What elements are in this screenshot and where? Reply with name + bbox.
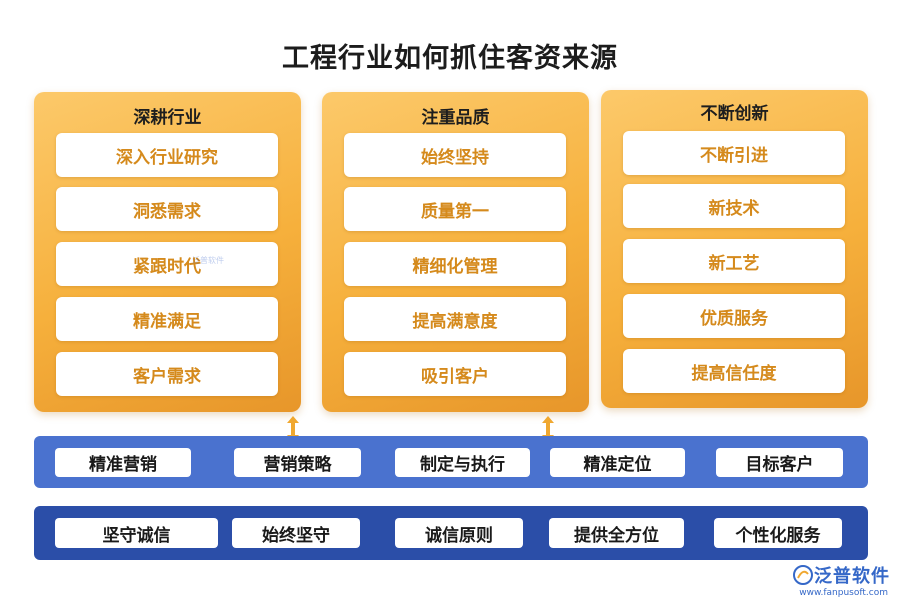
band-chip: 目标客户 <box>716 448 843 477</box>
band-chip: 制定与执行 <box>395 448 530 477</box>
column-item: 提高满意度 <box>344 297 566 341</box>
band-chip: 坚守诚信 <box>55 518 218 548</box>
brand-url: www.fanpusoft.com <box>799 588 888 598</box>
column-item: 优质服务 <box>623 294 845 338</box>
column-deep-industry: 深耕行业 深入行业研究 洞悉需求 紧跟时代 精准满足 客户需求 <box>34 92 301 412</box>
column-item: 客户需求 <box>56 352 278 396</box>
column-item: 精细化管理 <box>344 242 566 286</box>
column-item: 精准满足 <box>56 297 278 341</box>
double-arrow-icon <box>287 416 299 442</box>
column-title: 不断创新 <box>700 104 769 124</box>
band-chip: 诚信原则 <box>395 518 523 548</box>
column-item: 新工艺 <box>623 239 845 283</box>
band-chip: 提供全方位 <box>549 518 684 548</box>
marketing-band: 精准营销 营销策略 制定与执行 精准定位 目标客户 <box>34 436 868 488</box>
watermark-small: 泛普软件 <box>192 256 224 265</box>
band-chip: 精准定位 <box>550 448 685 477</box>
column-item: 提高信任度 <box>623 349 845 393</box>
column-item: 深入行业研究 <box>56 133 278 177</box>
double-arrow-icon <box>542 416 554 442</box>
brand-mark-icon <box>793 565 813 585</box>
brand-logo: 泛普软件 <box>792 562 890 588</box>
column-item: 质量第一 <box>344 187 566 231</box>
band-chip: 精准营销 <box>55 448 191 477</box>
column-title: 深耕行业 <box>133 108 202 128</box>
column-quality: 注重品质 始终坚持 质量第一 精细化管理 提高满意度 吸引客户 <box>322 92 589 412</box>
brand-name: 泛普软件 <box>814 566 890 587</box>
column-item: 紧跟时代 <box>56 242 278 286</box>
column-title: 注重品质 <box>421 108 490 128</box>
column-item: 始终坚持 <box>344 133 566 177</box>
column-item: 吸引客户 <box>344 352 566 396</box>
band-chip: 个性化服务 <box>714 518 842 548</box>
column-item: 不断引进 <box>623 131 845 175</box>
band-chip: 始终坚守 <box>232 518 360 548</box>
column-item: 新技术 <box>623 184 845 228</box>
band-chip: 营销策略 <box>234 448 361 477</box>
integrity-band: 坚守诚信 始终坚守 诚信原则 提供全方位 个性化服务 <box>34 506 868 560</box>
page-title: 工程行业如何抓住客资来源 <box>282 43 618 74</box>
column-innovation: 不断创新 不断引进 新技术 新工艺 优质服务 提高信任度 <box>601 90 868 408</box>
column-item: 洞悉需求 <box>56 187 278 231</box>
